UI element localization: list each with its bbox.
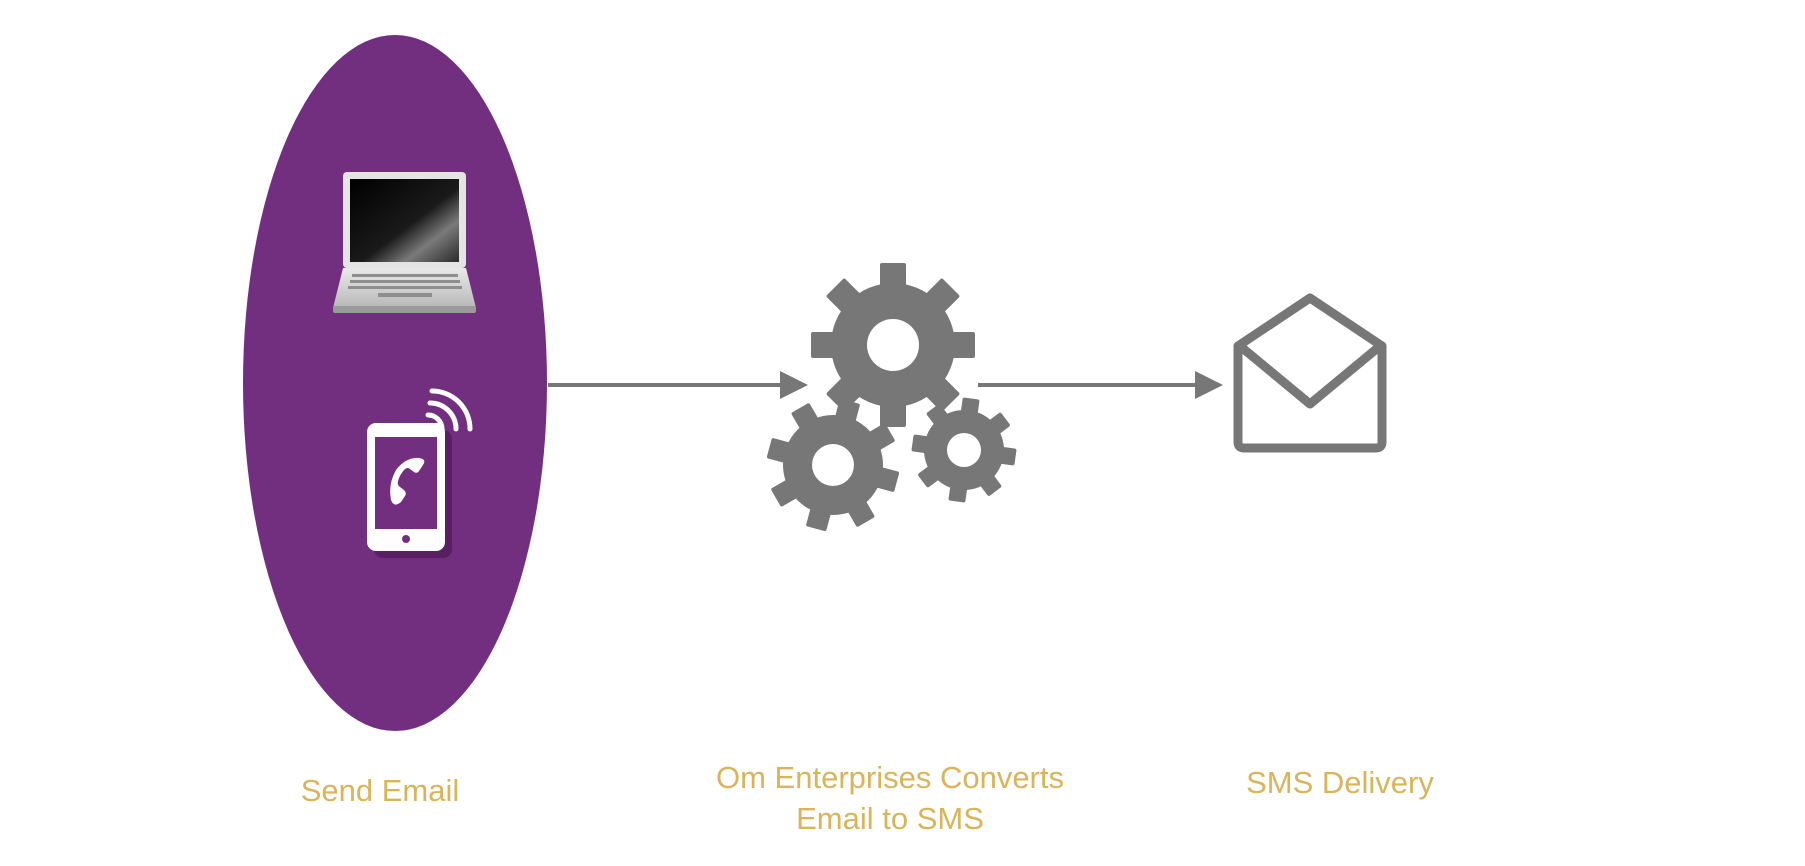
- gears-icon: [766, 263, 1017, 532]
- laptop-icon: [333, 172, 476, 313]
- open-envelope-icon: [1233, 293, 1387, 453]
- arrow-convert-to-sms: [978, 371, 1223, 399]
- arrow-send-to-convert: [548, 371, 808, 399]
- convert-label: Om Enterprises Converts Email to SMS: [660, 757, 1120, 839]
- send-email-label: Send Email: [300, 773, 460, 808]
- convert-label-line-1: Om Enterprises Converts: [716, 760, 1064, 795]
- convert-label-line-2: Email to SMS: [796, 801, 984, 836]
- sms-delivery-label: SMS Delivery: [1246, 765, 1434, 800]
- sender-group-ellipse: [243, 35, 547, 731]
- smartphone-icon: [367, 388, 473, 558]
